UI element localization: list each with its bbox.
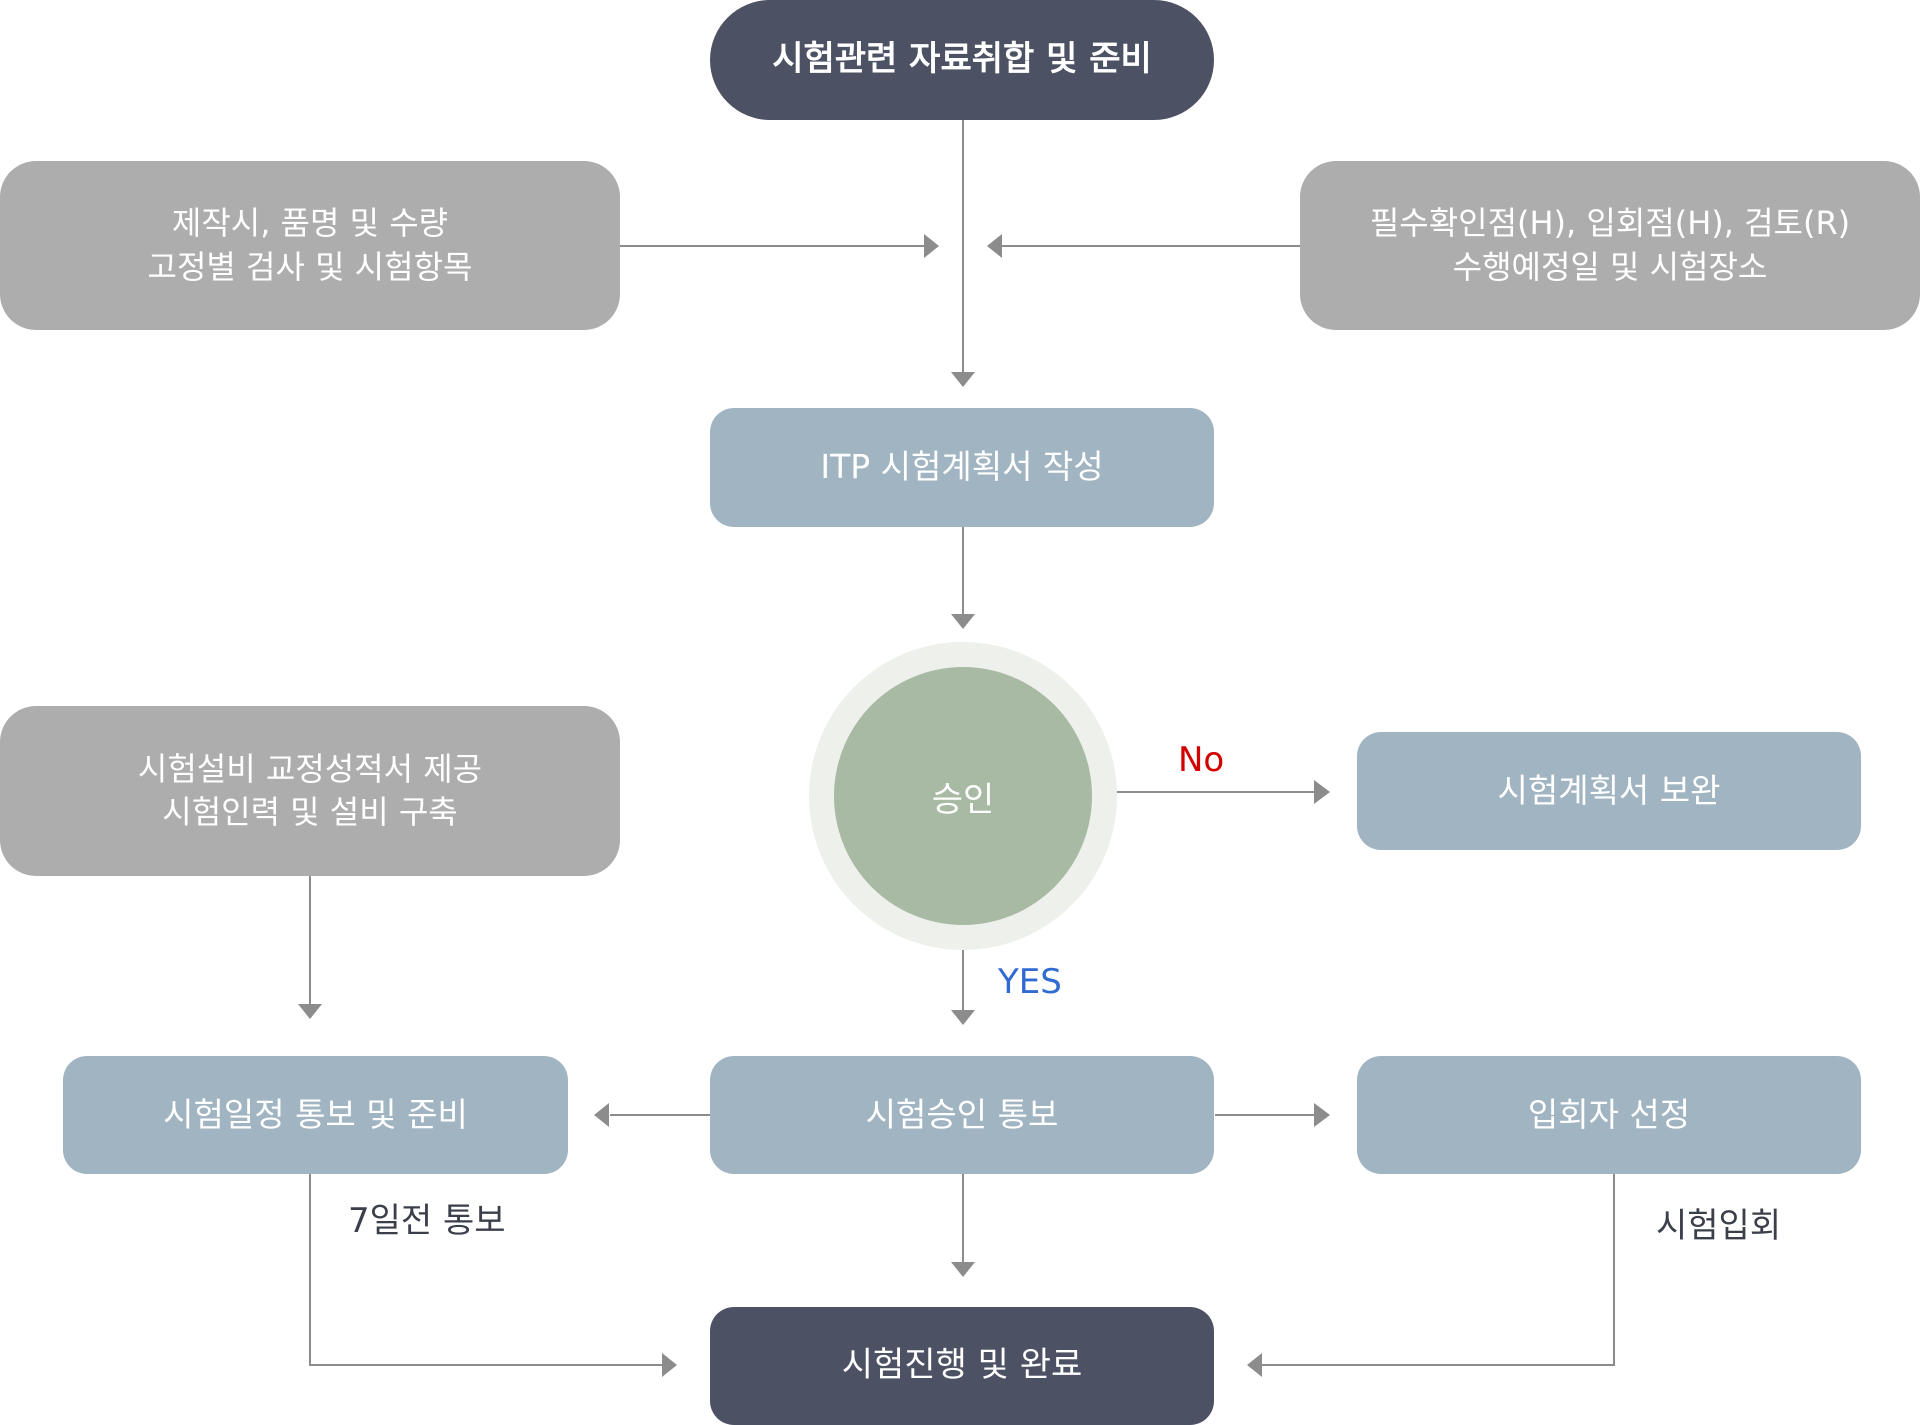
itp-node: ITP 시험계획서 작성 [710,408,1214,527]
notify-node: 시험승인 통보 [710,1056,1214,1174]
arrowhead-schedule-down [298,1004,322,1019]
arrowhead-end-left [662,1353,677,1377]
arrowhead-schedule-left [594,1103,609,1127]
itp-label: ITP 시험계획서 작성 [820,447,1104,487]
start-label: 시험관련 자료취합 및 준비 [772,39,1152,80]
witness-node: 입회자 선정 [1357,1056,1861,1174]
approval-node: 승인 [834,667,1092,925]
seven-days-label: 7일전 통보 [348,1201,506,1241]
right-info-line-1: 필수확인점(H), 입회점(H), 검토(R) [1369,204,1851,243]
witness-label: 입회자 선정 [1527,1094,1691,1134]
arrowhead-notify [951,1010,975,1025]
arrowhead-revise [1314,780,1330,804]
right-info-node: 필수확인점(H), 입회점(H), 검토(R) 수행예정일 및 시험장소 [1300,161,1920,330]
left-info-line-1: 제작시, 품명 및 수량 [171,204,449,243]
yes-label: YES [998,962,1062,1002]
start-node: 시험관련 자료취합 및 준비 [710,0,1214,120]
no-label: No [1178,740,1225,780]
revise-label: 시험계획서 보완 [1497,770,1721,810]
end-node: 시험진행 및 완료 [710,1307,1214,1425]
connector-witness-end [1262,1174,1615,1366]
arrowhead-approval [951,614,975,629]
arrowhead-witness [1314,1103,1330,1127]
connector-schedule-end [309,1174,662,1366]
left-info-line-2: 고정별 검사 및 시험항목 [147,247,473,286]
equipment-node: 시험설비 교정성적서 제공 시험인력 및 설비 구축 [0,706,620,876]
arrowhead-left-info [924,234,939,258]
left-info-node: 제작시, 품명 및 수량 고정별 검사 및 시험항목 [0,161,620,330]
equipment-line-2: 시험인력 및 설비 구축 [162,793,458,831]
schedule-label: 시험일정 통보 및 준비 [163,1094,468,1134]
schedule-node: 시험일정 통보 및 준비 [63,1056,568,1174]
arrowhead-end-right [1247,1353,1262,1377]
arrowhead-itp [951,372,975,387]
equipment-line-1: 시험설비 교정성적서 제공 [137,749,483,788]
end-label: 시험진행 및 완료 [841,1345,1083,1386]
right-info-line-2: 수행예정일 및 시험장소 [1452,247,1768,286]
arrowhead-right-info [987,234,1002,258]
arrowhead-end-down [951,1262,975,1277]
revise-node: 시험계획서 보완 [1357,732,1861,850]
witness-test-label: 시험입회 [1656,1206,1782,1246]
approval-label: 승인 [931,779,995,820]
notify-label: 시험승인 통보 [865,1094,1059,1134]
